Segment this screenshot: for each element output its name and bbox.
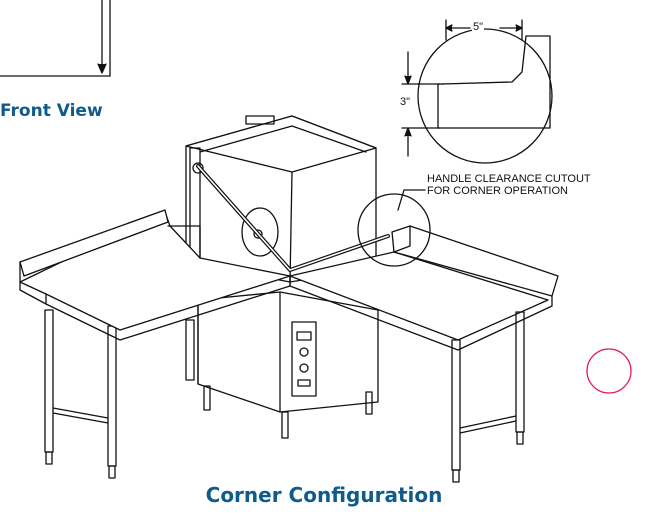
machine-lower-cabinet [197, 291, 379, 439]
note-line-2: FOR CORNER OPERATION [427, 185, 568, 197]
corner-configuration-caption: Corner Configuration [205, 483, 443, 507]
right-table-legs [451, 311, 525, 483]
right-dish-table [289, 225, 559, 351]
door-handle [196, 164, 390, 272]
marker-circle [586, 348, 632, 394]
width-dimension-label: 5" [472, 21, 485, 33]
cutout-callout-circle [357, 193, 431, 267]
front-view-caption: Front View [0, 101, 103, 121]
front-view-partial [0, 0, 111, 77]
left-table-legs [44, 309, 195, 479]
handle-clearance-note: HANDLE CLEARANCE CUTOUT FOR CORNER OPERA… [427, 173, 591, 197]
note-line-1: HANDLE CLEARANCE CUTOUT [427, 173, 591, 185]
detail-magnified-view [401, 19, 553, 164]
note-leader-line [397, 189, 426, 211]
height-dimension-label: 3" [399, 96, 412, 108]
